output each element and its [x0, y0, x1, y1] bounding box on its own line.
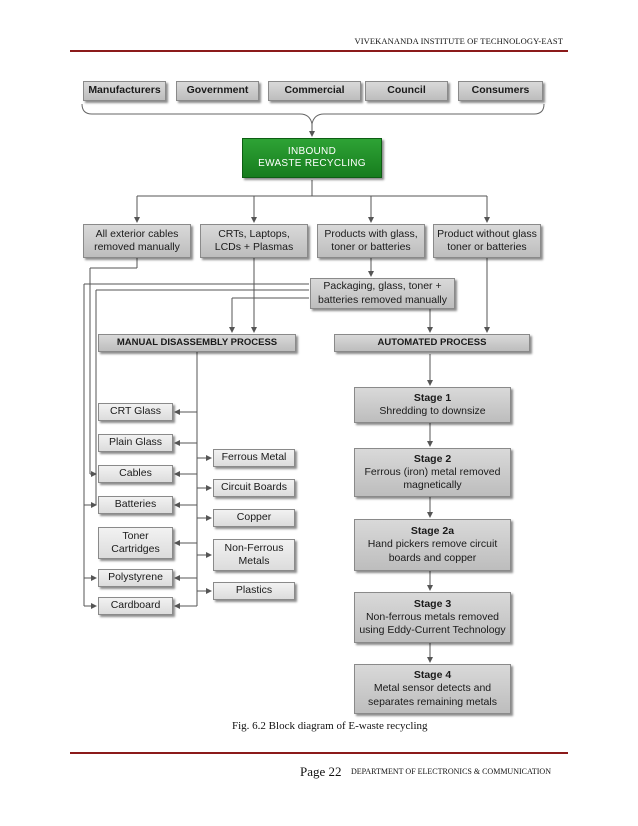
- manual-item-toner-cartridges: Toner Cartridges: [98, 527, 173, 559]
- source-commercial: Commercial: [268, 81, 361, 101]
- inbound-line2: EWASTE RECYCLING: [258, 158, 366, 169]
- stage-2: Stage 2 Ferrous (iron) metal removed mag…: [354, 448, 511, 497]
- stage-3: Stage 3 Non-ferrous metals removed using…: [354, 592, 511, 643]
- stage-2-title: Stage 2: [413, 452, 452, 465]
- stage-1-title: Stage 1: [413, 391, 452, 404]
- header-rule: [70, 50, 568, 52]
- manual-item-cardboard: Cardboard: [98, 597, 173, 615]
- stage-4-desc: Metal sensor detects and separates remai…: [368, 682, 497, 708]
- source-consumers: Consumers: [458, 81, 543, 101]
- packaging-removed-manually: Packaging, glass, toner + batteries remo…: [310, 278, 455, 309]
- stage-3-desc: Non-ferrous metals removed using Eddy-Cu…: [359, 610, 506, 637]
- stage-3-title: Stage 3: [413, 597, 452, 610]
- manual-item-plastics: Plastics: [213, 582, 295, 600]
- manual-item-circuit-boards: Circuit Boards: [213, 479, 295, 497]
- inbound-line1: INBOUND: [287, 145, 337, 157]
- inbound-ewaste-recycling: INBOUND EWASTE RECYCLING: [242, 138, 382, 178]
- source-manufacturers: Manufacturers: [83, 81, 166, 101]
- manual-item-crt-glass: CRT Glass: [98, 403, 173, 421]
- footer-department: DEPARTMENT OF ELECTRONICS & COMMUNICATIO…: [351, 767, 551, 776]
- manual-disassembly-process: MANUAL DISASSEMBLY PROCESS: [98, 334, 296, 352]
- footer-rule: [70, 752, 568, 754]
- source-council: Council: [365, 81, 448, 101]
- manual-item-ferrous-metal: Ferrous Metal: [213, 449, 295, 467]
- automated-process: AUTOMATED PROCESS: [334, 334, 530, 352]
- manual-item-batteries: Batteries: [98, 496, 173, 514]
- stage-1-desc: Shredding to downsize: [379, 405, 486, 417]
- manual-item-non-ferrous-metals: Non-Ferrous Metals: [213, 539, 295, 571]
- manual-item-cables: Cables: [98, 465, 173, 483]
- category-products-without-glass: Product without glass toner or batteries: [433, 224, 541, 258]
- source-government: Government: [176, 81, 259, 101]
- stage-4: Stage 4 Metal sensor detects and separat…: [354, 664, 511, 714]
- category-crts-laptops: CRTs, Laptops, LCDs + Plasmas: [200, 224, 308, 258]
- manual-item-polystyrene: Polystyrene: [98, 569, 173, 587]
- stage-2a-title: Stage 2a: [410, 525, 455, 538]
- stage-2a: Stage 2a Hand pickers remove circuit boa…: [354, 519, 511, 571]
- footer-page-number: Page 22: [300, 764, 342, 779]
- manual-item-plain-glass: Plain Glass: [98, 434, 173, 452]
- stage-1: Stage 1 Shredding to downsize: [354, 387, 511, 423]
- manual-item-copper: Copper: [213, 509, 295, 527]
- sources-brace: [81, 103, 545, 125]
- stage-4-title: Stage 4: [413, 669, 452, 682]
- stage-2a-desc: Hand pickers remove circuit boards and c…: [367, 538, 498, 564]
- category-exterior-cables: All exterior cables removed manually: [83, 224, 191, 258]
- figure-caption: Fig. 6.2 Block diagram of E-waste recycl…: [232, 720, 428, 732]
- stage-2-desc: Ferrous (iron) metal removed magneticall…: [364, 465, 501, 492]
- header-institute: VIVEKANANDA INSTITUTE OF TECHNOLOGY-EAST: [354, 36, 563, 46]
- category-products-with-glass: Products with glass, toner or batteries: [317, 224, 425, 258]
